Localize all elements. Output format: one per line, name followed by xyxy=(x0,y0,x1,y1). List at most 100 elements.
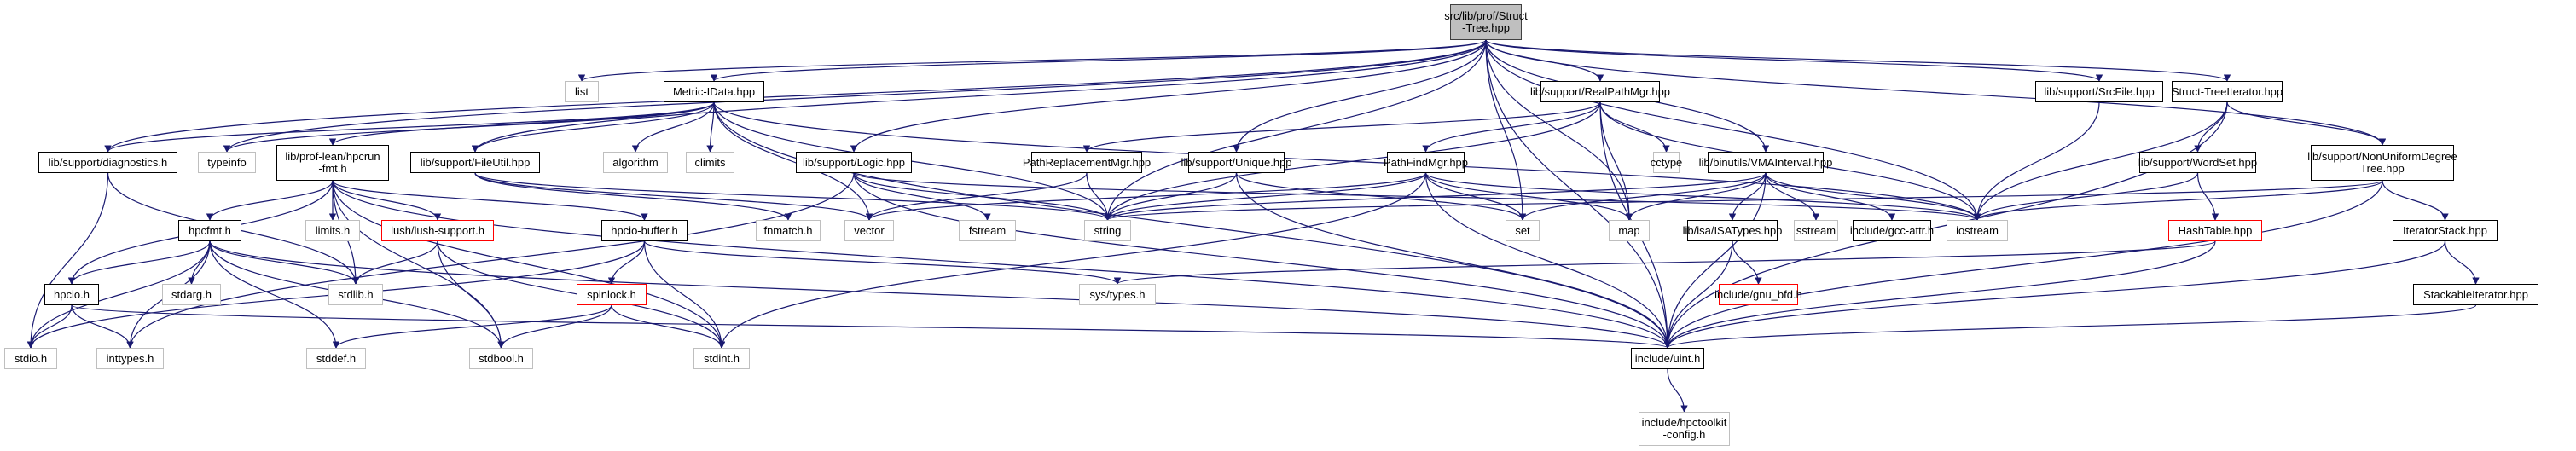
edge-metric-to-hpcrunfmt xyxy=(328,101,715,146)
edge-root-to-diag xyxy=(104,39,1487,153)
node-stackable[interactable]: StackableIterator.hpp xyxy=(2413,284,2538,305)
edge-hpcfmt-to-stdio xyxy=(26,240,211,349)
node-gccattr[interactable]: include/gcc-attr.h xyxy=(1850,220,1934,241)
edge-unique-to-uint xyxy=(1235,172,1672,349)
node-stdbool[interactable]: stdbool.h xyxy=(469,348,533,369)
node-typeinfo[interactable]: typeinfo xyxy=(198,152,256,173)
node-hpcrunfmt[interactable]: lib/prof-lean/hpcrun -fmt.h xyxy=(276,145,389,181)
node-spinlock[interactable]: spinlock.h xyxy=(577,284,647,305)
edge-root-to-string xyxy=(1104,39,1487,221)
edge-srcfile-to-iostream xyxy=(1973,101,2100,221)
node-stdio[interactable]: stdio.h xyxy=(4,348,57,369)
node-uint[interactable]: include/uint.h xyxy=(1631,348,1704,369)
node-climits[interactable]: climits xyxy=(686,152,734,173)
node-hpcfmt[interactable]: hpcfmt.h xyxy=(178,220,241,241)
edge-unique-to-set xyxy=(1235,172,1527,221)
edge-hpcfmt-to-hpcio xyxy=(67,240,211,285)
edge-hpcrunfmt-to-hpciobuf xyxy=(332,180,648,221)
edge-iterstack-to-stackable xyxy=(2444,240,2480,285)
node-map[interactable]: map xyxy=(1609,220,1650,241)
edge-vma-to-set xyxy=(1518,172,1767,221)
node-root[interactable]: src/lib/prof/Struct -Tree.hpp xyxy=(1444,4,1528,40)
edge-logic-to-fstream xyxy=(853,172,991,221)
edge-root-to-list xyxy=(578,39,1487,82)
edge-treeiter-to-iostream xyxy=(1973,101,2228,221)
node-fileutil[interactable]: lib/support/FileUtil.hpp xyxy=(410,152,540,173)
edge-metric-to-iostream xyxy=(713,101,1981,221)
edge-pathfind-to-iostream xyxy=(1424,172,1981,221)
edge-isatypes-to-uint xyxy=(1663,240,1733,349)
edge-hpcio-to-inttypes xyxy=(71,304,134,349)
edge-logic-to-iostream xyxy=(853,172,1981,221)
node-systypes[interactable]: sys/types.h xyxy=(1079,284,1156,305)
node-hpciobuf[interactable]: hpcio-buffer.h xyxy=(601,220,688,241)
edge-wordset-to-iostream xyxy=(1973,172,2199,221)
node-inttypes[interactable]: inttypes.h xyxy=(96,348,164,369)
node-vma[interactable]: lib/binutils/VMAInterval.hpp xyxy=(1699,152,1832,173)
edge-metric-to-climits xyxy=(706,101,715,153)
edge-root-to-uint xyxy=(1485,39,1672,349)
edge-root-to-set xyxy=(1485,39,1527,221)
node-gnubfd[interactable]: include/gnu_bfd.h xyxy=(1714,284,1802,305)
edge-wordset-to-hashtable xyxy=(2196,172,2219,221)
node-wordset[interactable]: lib/support/WordSet.hpp xyxy=(2138,152,2257,173)
edge-hpcio-to-stdio xyxy=(26,304,73,349)
node-srcfile[interactable]: lib/support/SrcFile.hpp xyxy=(2035,81,2163,102)
node-stdlib[interactable]: stdlib.h xyxy=(328,284,383,305)
node-string[interactable]: string xyxy=(1084,220,1131,241)
edge-stackable-to-uint xyxy=(1664,304,2477,349)
node-algorithm[interactable]: algorithm xyxy=(603,152,668,173)
node-unique[interactable]: lib/support/Unique.hpp xyxy=(1181,152,1292,173)
node-treeiter[interactable]: Struct-TreeIterator.hpp xyxy=(2172,81,2283,102)
edge-lush-to-stdlib xyxy=(351,240,438,285)
node-hpcio[interactable]: hpcio.h xyxy=(44,284,99,305)
node-cctype[interactable]: cctype xyxy=(1651,152,1682,173)
node-fnmatch[interactable]: fnmatch.h xyxy=(756,220,821,241)
edge-metric-to-algorithm xyxy=(631,101,715,153)
edge-pathfind-to-string xyxy=(1104,172,1427,221)
edge-vma-to-uint xyxy=(1663,172,1767,349)
edge-metric-to-diag xyxy=(104,101,715,153)
edge-hpciobuf-to-systypes xyxy=(643,240,1122,285)
node-stdint[interactable]: stdint.h xyxy=(693,348,750,369)
node-metric[interactable]: Metric-IData.hpp xyxy=(664,81,764,102)
edge-realpath-to-cctype xyxy=(1599,101,1670,153)
edge-nonuni-to-uint xyxy=(1663,180,2383,349)
edge-hpcfmt-to-stddef xyxy=(209,240,340,349)
node-nonuni[interactable]: lib/support/NonUniformDegree Tree.hpp xyxy=(2307,145,2457,181)
node-hashtable[interactable]: HashTable.hpp xyxy=(2168,220,2262,241)
edge-realpath-to-pathfind xyxy=(1422,101,1601,153)
node-iterstack[interactable]: IteratorStack.hpp xyxy=(2393,220,2498,241)
edge-hpcfmt-to-uint xyxy=(209,240,1671,349)
edge-metric-to-uint xyxy=(713,101,1672,349)
edge-hpciobuf-to-stdint xyxy=(643,240,726,349)
node-iostream[interactable]: iostream xyxy=(1947,220,2008,241)
edge-hashtable-to-uint xyxy=(1663,240,2216,349)
edge-logic-to-inttypes xyxy=(126,172,855,349)
node-realpath[interactable]: lib/support/RealPathMgr.hpp xyxy=(1530,81,1670,102)
node-diag[interactable]: lib/support/diagnostics.h xyxy=(38,152,177,173)
node-pathrepl[interactable]: PathReplacementMgr.hpp xyxy=(1023,152,1151,173)
node-list[interactable]: list xyxy=(565,81,599,102)
node-limits[interactable]: limits.h xyxy=(305,220,360,241)
edge-hpcrunfmt-to-lush xyxy=(332,180,442,221)
edge-vma-to-sstream xyxy=(1765,172,1820,221)
edge-vma-to-iostream xyxy=(1765,172,1981,221)
node-stdarg[interactable]: stdarg.h xyxy=(162,284,221,305)
node-fstream[interactable]: fstream xyxy=(959,220,1016,241)
node-pathfind[interactable]: PathFindMgr.hpp xyxy=(1384,152,1468,173)
edge-root-to-fileutil xyxy=(471,39,1487,153)
node-logic[interactable]: lib/support/Logic.hpp xyxy=(796,152,912,173)
edge-metric-to-fileutil xyxy=(471,101,715,153)
node-isatypes[interactable]: lib/isa/ISATypes.hpp xyxy=(1683,220,1782,241)
edge-hpcio-to-uint xyxy=(71,304,1671,349)
node-lush[interactable]: lush/lush-support.h xyxy=(381,220,494,241)
edge-pathfind-to-vector xyxy=(865,172,1427,221)
node-stddef[interactable]: stddef.h xyxy=(306,348,366,369)
node-set[interactable]: set xyxy=(1506,220,1540,241)
edge-nonuni-to-iterstack xyxy=(2382,180,2449,221)
node-hpcconfig[interactable]: include/hpctoolkit -config.h xyxy=(1639,412,1730,446)
node-sstream[interactable]: sstream xyxy=(1794,220,1838,241)
node-vector[interactable]: vector xyxy=(844,220,894,241)
